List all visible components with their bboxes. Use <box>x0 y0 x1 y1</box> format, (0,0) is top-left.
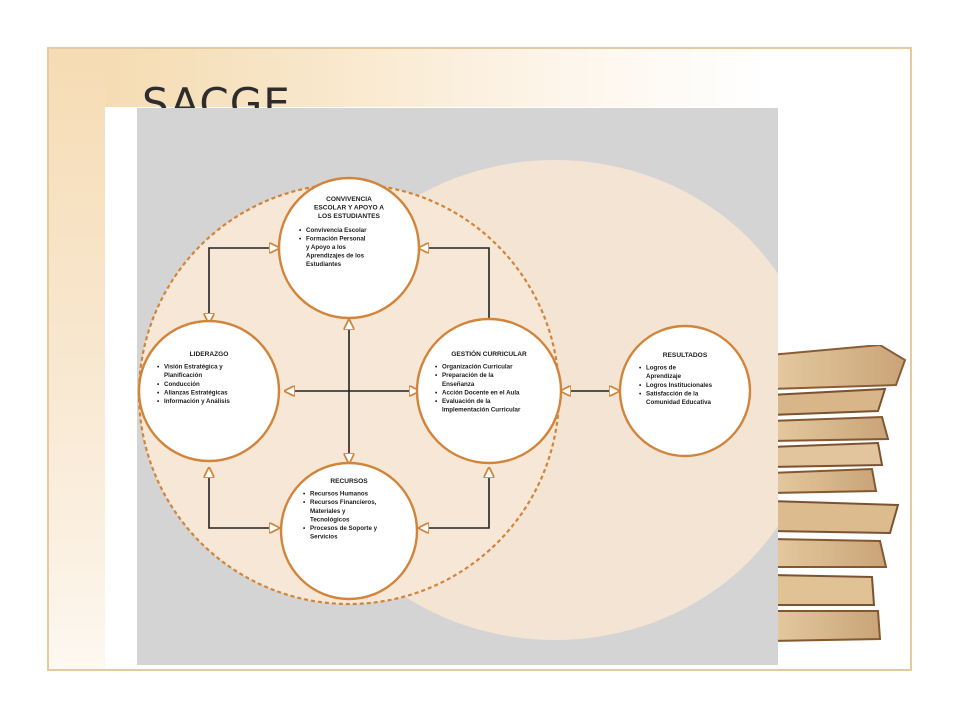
bullet-icon: • <box>435 364 438 371</box>
bullet-icon: • <box>303 499 306 506</box>
recursos-item-line: Recursos Financieros, <box>310 499 377 506</box>
arrow-convivencia-liderazgo <box>209 248 279 323</box>
recursos-item-line: Servicios <box>310 534 338 541</box>
bullet-icon: • <box>435 398 438 405</box>
connector-arrows <box>209 248 619 528</box>
liderazgo-item-line: Planificación <box>164 372 202 379</box>
bullet-icon: • <box>435 389 438 396</box>
liderazgo-item-line: Información y Análisis <box>164 398 230 405</box>
resultados-item-line: Satisfacción de la <box>646 390 699 397</box>
bullet-icon: • <box>639 390 642 397</box>
recursos-item-line: Procesos de Soporte y <box>310 525 378 532</box>
bullet-icon: • <box>157 398 160 405</box>
bullet-icon: • <box>299 227 302 234</box>
liderazgo-item-line: Visión Estratégica y <box>164 364 223 371</box>
gestion-curricular-item-line: Acción Docente en el Aula <box>442 389 520 396</box>
bullet-icon: • <box>157 389 160 396</box>
bullet-icon: • <box>157 381 160 388</box>
resultados-item-line: Logros de <box>646 365 676 372</box>
gestion-curricular-item-line: Organización Curricular <box>442 364 513 371</box>
liderazgo-title-line: LIDERAZGO <box>190 351 229 358</box>
bullet-icon: • <box>639 365 642 372</box>
resultados-title-line: RESULTADOS <box>663 352 708 359</box>
convivencia-title-line: ESCOLAR Y APOYO A <box>314 205 384 212</box>
resultados-item-line: Aprendizaje <box>646 373 682 380</box>
resultados-item-line: Comunidad Educativa <box>646 399 712 406</box>
bullet-icon: • <box>435 372 438 379</box>
gestion-curricular-item-line: Enseñanza <box>442 381 475 388</box>
gestion-curricular-title-line: GESTIÓN CURRICULAR <box>451 349 527 358</box>
recursos-item-line: Materiales y <box>310 508 346 515</box>
node-liderazgo: LIDERAZGO • Visión Estratégica yPlanificac… <box>137 319 281 463</box>
book-stack <box>770 345 907 643</box>
convivencia-item-line: y Apoyo a los <box>306 244 347 251</box>
bullet-icon: • <box>303 491 306 498</box>
bullet-icon: • <box>299 235 302 242</box>
title-gradient-bar <box>49 49 769 107</box>
gestion-curricular-item-line: Implementación Curricular <box>442 407 521 414</box>
node-liderazgo-text: LIDERAZGO • Visión Estratégica yPlanificac… <box>157 351 230 405</box>
bullet-icon: • <box>303 525 306 532</box>
book-stack-image <box>770 345 907 643</box>
bullet-icon: • <box>157 364 160 371</box>
liderazgo-item-line: Conducción <box>164 381 200 388</box>
arrow-convivencia-gestion <box>419 248 489 333</box>
recursos-title-line: RECURSOS <box>330 478 368 485</box>
node-gestion-curricular-text: GESTIÓN CURRICULAR • Organización Curricul… <box>435 349 527 414</box>
gestion-curricular-item-line: Evaluación de la <box>442 398 491 405</box>
arrow-liderazgo-recursos <box>209 468 279 528</box>
convivencia-item-line: Convivencia Escolar <box>306 227 367 234</box>
left-accent-stripe <box>49 49 105 669</box>
recursos-item-line: Tecnológicos <box>310 516 350 523</box>
recursos-item-line: Recursos Humanos <box>310 491 369 498</box>
convivencia-title-line: CONVIVENCIA <box>326 196 372 203</box>
node-gestion-curricular: GESTIÓN CURRICULAR • Organización Curricul… <box>415 317 563 465</box>
convivencia-item-line: Formación Personal <box>306 235 366 242</box>
convivencia-title-line: LOS ESTUDIANTES <box>318 213 381 220</box>
convivencia-item-line: Aprendizajes de los <box>306 253 365 260</box>
arrow-gestion-recursos <box>419 468 489 528</box>
node-recursos: RECURSOS • Recursos Humanos • Recursos Finan… <box>279 461 419 601</box>
gestion-curricular-item-line: Preparación de la <box>442 372 494 379</box>
resultados-item-line: Logros Institucionales <box>646 382 713 389</box>
liderazgo-item-line: Alianzas Estratégicas <box>164 389 228 396</box>
bullet-icon: • <box>639 382 642 389</box>
node-recursos-text: RECURSOS • Recursos Humanos • Recursos Finan… <box>303 478 378 541</box>
convivencia-item-line: Estudiantes <box>306 261 342 268</box>
